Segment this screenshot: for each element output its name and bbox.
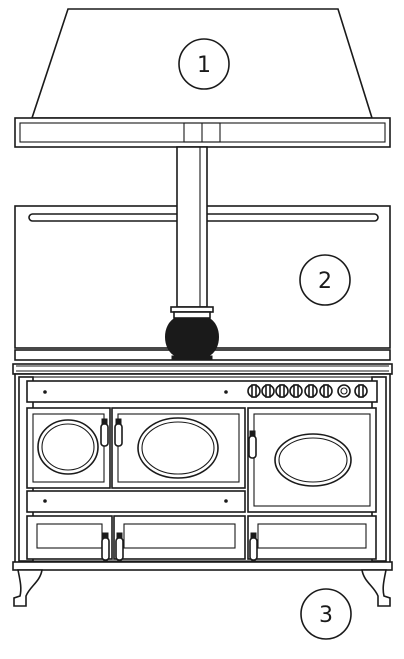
main-oven-window [137,417,219,479]
left-drawer [26,515,113,560]
drawer-panel-strip [26,490,246,513]
callout-3: 3 [300,588,352,640]
left-oven-door-frame [32,413,105,483]
control-panel [26,380,378,403]
handle-icon [114,418,123,447]
left-oven-window [37,419,99,475]
knob-icon [261,384,275,398]
callout-label: 3 [319,603,333,628]
knob-icon [304,384,318,398]
callout-1: 1 [178,38,230,90]
callout-2: 2 [299,254,351,306]
left-foot [13,569,43,607]
dial-icon [337,384,351,398]
knob-icon [247,384,261,398]
callout-label: 2 [318,269,332,294]
flue-base-foot [171,355,213,361]
knob-icon [275,384,289,398]
callout-circle [300,588,352,640]
callout-label: 1 [197,53,211,78]
handle-icon [115,532,124,561]
hood [14,8,391,148]
flue-collar-mid [173,311,211,319]
right-drawer [247,515,377,560]
flue-pipe [165,146,219,361]
control-knobs [247,384,368,398]
flue-tube [176,146,208,308]
right-oven-door-frame [253,413,371,507]
callout-circle [299,254,351,306]
main-oven-door [111,407,246,489]
right-foot [361,569,391,607]
knob-icon [319,384,333,398]
right-oven-door [247,407,377,513]
callout-circle [178,38,230,90]
range-cooker [12,363,393,607]
handle-icon [249,532,258,561]
middle-drawer [113,515,246,560]
knob-icon [289,384,303,398]
knob-icon [354,384,368,398]
flue-base-knob [165,317,219,357]
handle-icon [101,532,110,561]
handle-icon [248,430,257,459]
handle-icon [100,418,109,447]
right-oven-window [274,433,352,487]
main-oven-door-frame [117,413,240,483]
cooker-plinth [12,561,393,571]
